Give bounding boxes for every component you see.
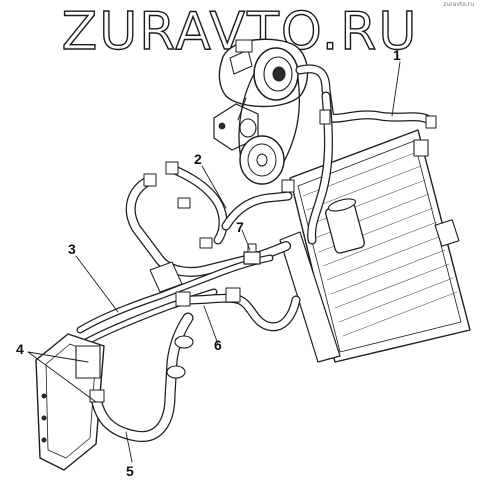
leader-lines [27,61,401,463]
hose-2-suction [125,161,295,277]
corner-watermark: zuravto.ru [443,1,474,8]
hose-5-return [89,312,194,442]
callout-3: 3 [68,241,76,257]
hose-1-discharge [295,64,437,245]
callout-4: 4 [16,341,24,357]
callout-1: 1 [393,47,401,63]
compressor [213,38,309,151]
callout-7: 7 [236,219,244,235]
callout-6: 6 [214,337,222,353]
evaporator-box [35,333,105,471]
pressure-sensor [243,243,261,265]
callout-5: 5 [126,463,134,479]
belt-and-pulleys [237,73,300,185]
callout-2: 2 [194,151,202,167]
hose-6-pressure [175,287,301,332]
condenser [279,129,471,363]
